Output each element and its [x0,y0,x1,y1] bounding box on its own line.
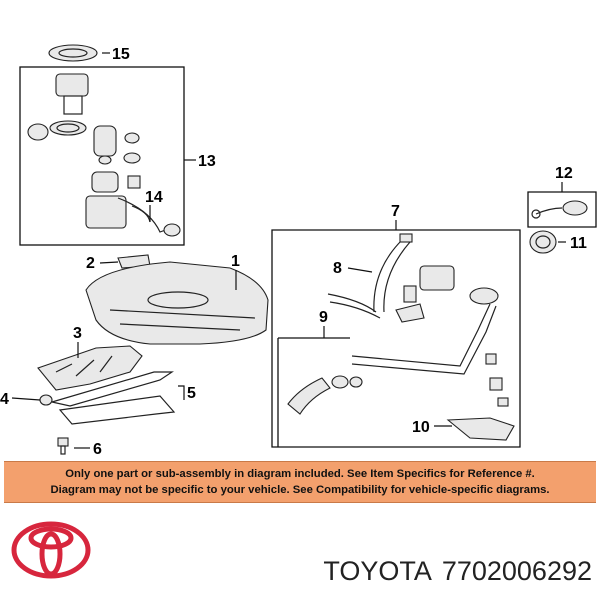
heat-insulator-part [37,345,143,391]
filler-pipe-part [287,265,509,415]
notice-line-1: Only one part or sub-assembly in diagram… [65,468,535,480]
callout-1: 1 [231,253,240,270]
bracket-part [446,417,515,441]
callout-14: 14 [145,189,163,206]
parts-diagram: 15 13 14 2 1 3 4 5 6 7 8 9 10 11 12 [0,44,597,458]
callout-11: 11 [570,235,587,252]
callout-2: 2 [86,255,95,272]
part-number: 7702006292 [441,555,592,586]
notice-banner: Only one part or sub-assembly in diagram… [4,461,596,503]
callout-5: 5 [187,385,196,402]
toyota-logo-icon [11,521,91,579]
cap-tether-part [531,200,588,219]
box-fuel-pump-assembly [19,66,185,246]
callout-10: 10 [412,419,430,436]
callout-12: 12 [555,165,573,182]
callout-8: 8 [333,260,342,277]
tank-band-part [51,371,176,425]
notice-line-2: Diagram may not be specific to your vehi… [50,484,550,496]
box-cap [527,191,597,228]
lock-ring-part [48,44,98,62]
callout-6: 6 [93,441,102,458]
callout-15: 15 [112,46,130,63]
breather-hose-part [327,233,413,319]
box-filler-pipe-assembly [271,229,521,448]
callout-7: 7 [391,203,400,220]
callout-9: 9 [319,309,328,326]
callout-4: 4 [0,391,9,408]
callout-13: 13 [198,153,216,170]
brand-name: TOYOTA [323,555,432,586]
fuel-cap-part [529,230,557,254]
brand-line: TOYOTA 7702006292 [262,552,592,590]
clip-part [39,394,53,406]
callout-3: 3 [73,325,82,342]
fuel-tank-part [85,261,269,345]
fuel-pump-part [27,73,181,237]
bolt-part [57,437,69,455]
